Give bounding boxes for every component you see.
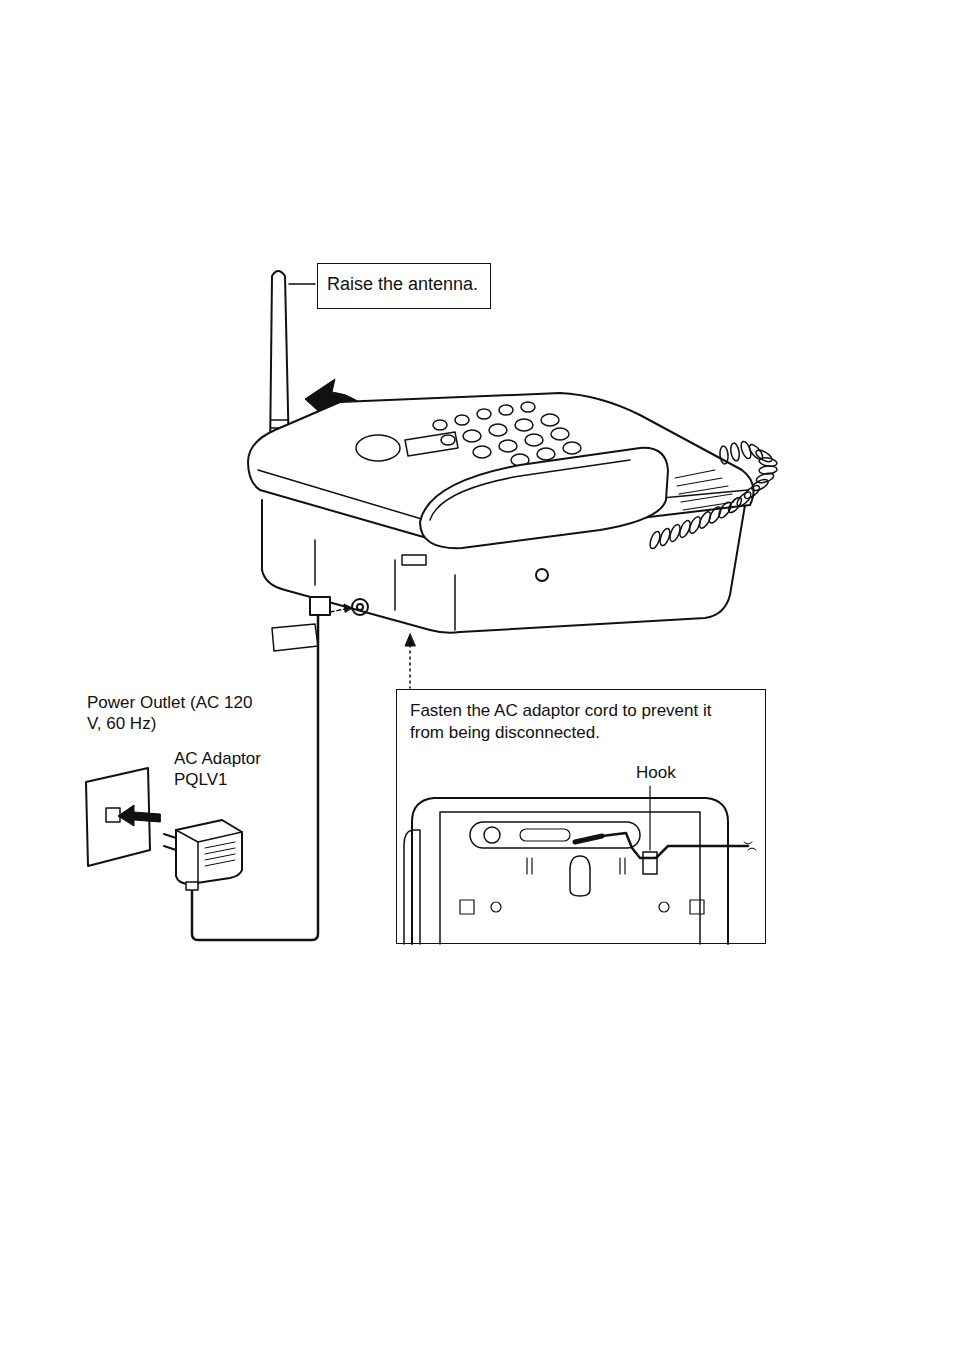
coiled-cord	[648, 440, 777, 550]
dc-jack	[352, 599, 368, 615]
hook-label: Hook	[636, 762, 696, 783]
dc-plug	[310, 597, 330, 615]
outlet-label: Power Outlet (AC 120 V, 60 Hz)	[87, 692, 257, 735]
base-bottom-view	[404, 786, 756, 944]
callout-box: Fasten the AC adaptor cord to prevent it…	[396, 689, 766, 944]
callout-text: Raise the antenna.	[327, 273, 481, 296]
leader-line	[649, 786, 650, 850]
handset	[420, 448, 668, 548]
keypad	[433, 402, 581, 466]
hook	[643, 852, 657, 874]
callout-text: Fasten the AC adaptor cord to prevent it…	[410, 700, 740, 744]
adaptor-label: AC Adaptor PQLV1	[174, 748, 294, 791]
ac-adaptor	[176, 820, 242, 884]
leader-line	[289, 283, 315, 285]
cord-tag	[272, 624, 318, 651]
callout-box: Raise the antenna.	[317, 263, 491, 309]
